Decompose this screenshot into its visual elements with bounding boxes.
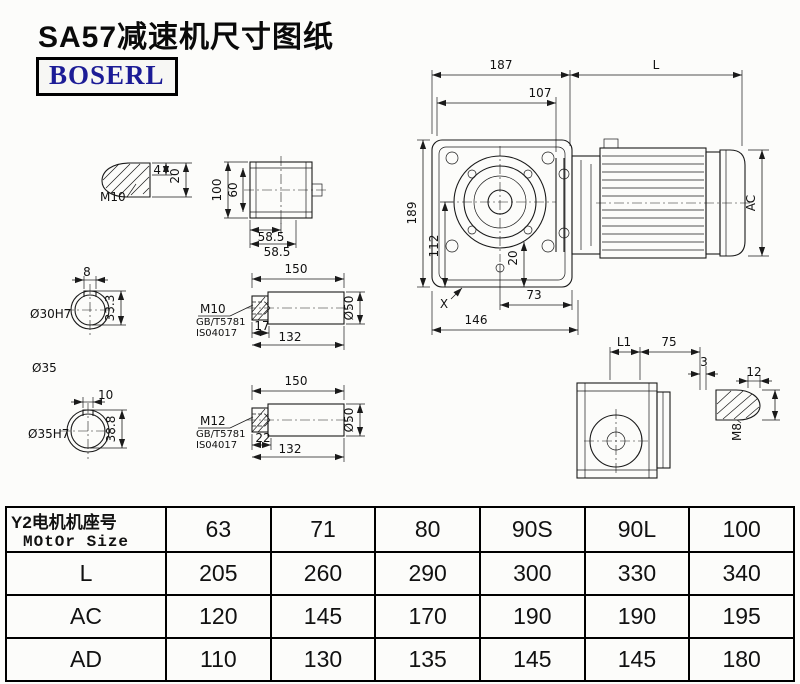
brand-logo-text: BOSERL: [49, 60, 165, 90]
dim-L1: L1: [617, 335, 631, 349]
cell-L-2: 290: [374, 551, 481, 596]
gearbox-top-view: 100 60 58.5 58.5: [210, 156, 328, 259]
dim-17: 17: [254, 319, 269, 333]
header-label-cn: Y2电机机座号: [11, 513, 117, 532]
header-size-80: 80: [374, 506, 481, 553]
row-label-L: L: [5, 551, 167, 596]
table-row-header: Y2电机机座号 MOtOr Size 63 71 80 90S 90L 100: [5, 506, 795, 553]
cell-L-3: 300: [478, 551, 586, 596]
tap-bullet-shape-2: [715, 389, 761, 421]
dim-keyway-10: 10: [98, 388, 113, 402]
dim-AC: AC: [744, 195, 758, 211]
header-size-63: 63: [165, 506, 272, 553]
cell-AD-0: 110: [165, 637, 272, 682]
dim-d50-2: Ø50: [342, 408, 356, 433]
label-thread-m8: M8: [730, 423, 744, 441]
hollow-shaft-section-1: 8 Ø30H7 33.3 Ø35: [30, 265, 126, 375]
dim-60: 60: [226, 182, 240, 197]
table-row-AC: AC 120 145 170 190 190 195: [5, 594, 795, 639]
dim-outer-35: Ø35: [32, 361, 57, 375]
label-thread-m10: M10: [100, 190, 126, 204]
hollow-shaft-section-2: 10 Ø35H7 38.8: [28, 388, 127, 459]
dim-107: 107: [529, 86, 552, 100]
header-size-71: 71: [269, 506, 377, 553]
brand-logo-box: BOSERL: [36, 57, 178, 96]
cell-AC-1: 145: [269, 594, 377, 639]
dim-132-2: 132: [279, 442, 302, 456]
dim-100: 100: [210, 179, 224, 202]
dim-22: 22: [255, 431, 270, 445]
row-label-AD: AD: [5, 637, 167, 682]
tap-detail-m8: 12 M8: [715, 365, 780, 441]
cell-AD-1: 130: [269, 637, 377, 682]
row-label-AC: AC: [5, 594, 167, 639]
dim-150-1: 150: [285, 262, 308, 276]
table-header-motor-size: Y2电机机座号 MOtOr Size: [5, 506, 167, 553]
dim-L: L: [653, 58, 660, 72]
motor-adapter: [571, 155, 601, 255]
dim-20-tap: 20: [168, 168, 182, 183]
label-std1-2: GB/T5781: [196, 429, 246, 440]
label-std2-1: IS04017: [196, 328, 237, 339]
tap-detail-m10: M10 4 20: [100, 162, 192, 204]
dim-keyway-8: 8: [83, 265, 91, 279]
header-label-en: MOtOr Size: [23, 533, 130, 551]
dim-112: 112: [427, 235, 441, 258]
dim-bore-30: Ø30H7: [30, 307, 71, 321]
shaft-detail-1: 150 M10 GB/T5781 IS04017 17 132 Ø50: [196, 262, 365, 350]
cell-AC-4: 190: [583, 594, 691, 639]
cell-L-1: 260: [269, 551, 377, 596]
technical-drawing: 187 L 107 189 112 20 73 146 AC: [28, 58, 780, 479]
dim-146: 146: [465, 313, 488, 327]
table-row-L: L 205 260 290 300 330 340: [5, 551, 795, 596]
header-size-90s: 90S: [478, 506, 586, 553]
gearbox-side-view: L1 75 3: [576, 335, 718, 479]
dim-333: 33.3: [103, 295, 117, 322]
label-thread-m12: M12: [200, 414, 226, 428]
dim-132-1: 132: [279, 330, 302, 344]
dim-189: 189: [405, 202, 419, 225]
dim-73: 73: [526, 288, 541, 302]
shaft-detail-2: 150 M12 GB/T5781 IS04017 22 132 Ø50: [196, 374, 365, 462]
label-X: X: [440, 297, 448, 311]
dim-75: 75: [661, 335, 676, 349]
cell-L-0: 205: [165, 551, 272, 596]
cell-AC-3: 190: [478, 594, 586, 639]
header-size-90l: 90L: [583, 506, 691, 553]
cell-L-5: 340: [688, 551, 795, 596]
dim-585-a: 58.5: [258, 230, 285, 244]
fan-cover: [719, 149, 746, 257]
table-row-AD: AD 110 130 135 145 145 180: [5, 637, 795, 682]
cell-AC-5: 195: [688, 594, 795, 639]
dim-4: 4: [153, 163, 161, 177]
dim-d50-1: Ø50: [342, 296, 356, 321]
dim-150-2: 150: [285, 374, 308, 388]
cell-AD-3: 145: [478, 637, 586, 682]
dimension-table: Y2电机机座号 MOtOr Size 63 71 80 90S 90L 100 …: [5, 506, 795, 682]
motor-fins: [602, 155, 704, 251]
dim-3: 3: [700, 355, 708, 369]
cell-AC-2: 170: [374, 594, 481, 639]
label-std2-2: IS04017: [196, 440, 237, 451]
main-view: 187 L 107 189 112 20 73 146 AC: [405, 58, 769, 335]
label-std1-1: GB/T5781: [196, 317, 246, 328]
dim-187: 187: [490, 58, 513, 72]
cell-L-4: 330: [583, 551, 691, 596]
dim-585-b: 58.5: [264, 245, 291, 259]
dim-12: 12: [746, 365, 761, 379]
cell-AD-5: 180: [688, 637, 795, 682]
motor-size-table: Y2电机机座号 MOtOr Size 63 71 80 90S 90L 100 …: [5, 506, 795, 682]
header-size-100: 100: [688, 506, 795, 553]
dim-20: 20: [506, 250, 520, 265]
cell-AD-4: 145: [583, 637, 691, 682]
cell-AC-0: 120: [165, 594, 272, 639]
page-title: SA57减速机尺寸图纸: [38, 21, 335, 54]
dim-bore-35: Ø35H7: [28, 427, 69, 441]
dim-388: 38.8: [104, 416, 118, 443]
cell-AD-2: 135: [374, 637, 481, 682]
label-thread-m10-shaft: M10: [200, 302, 226, 316]
